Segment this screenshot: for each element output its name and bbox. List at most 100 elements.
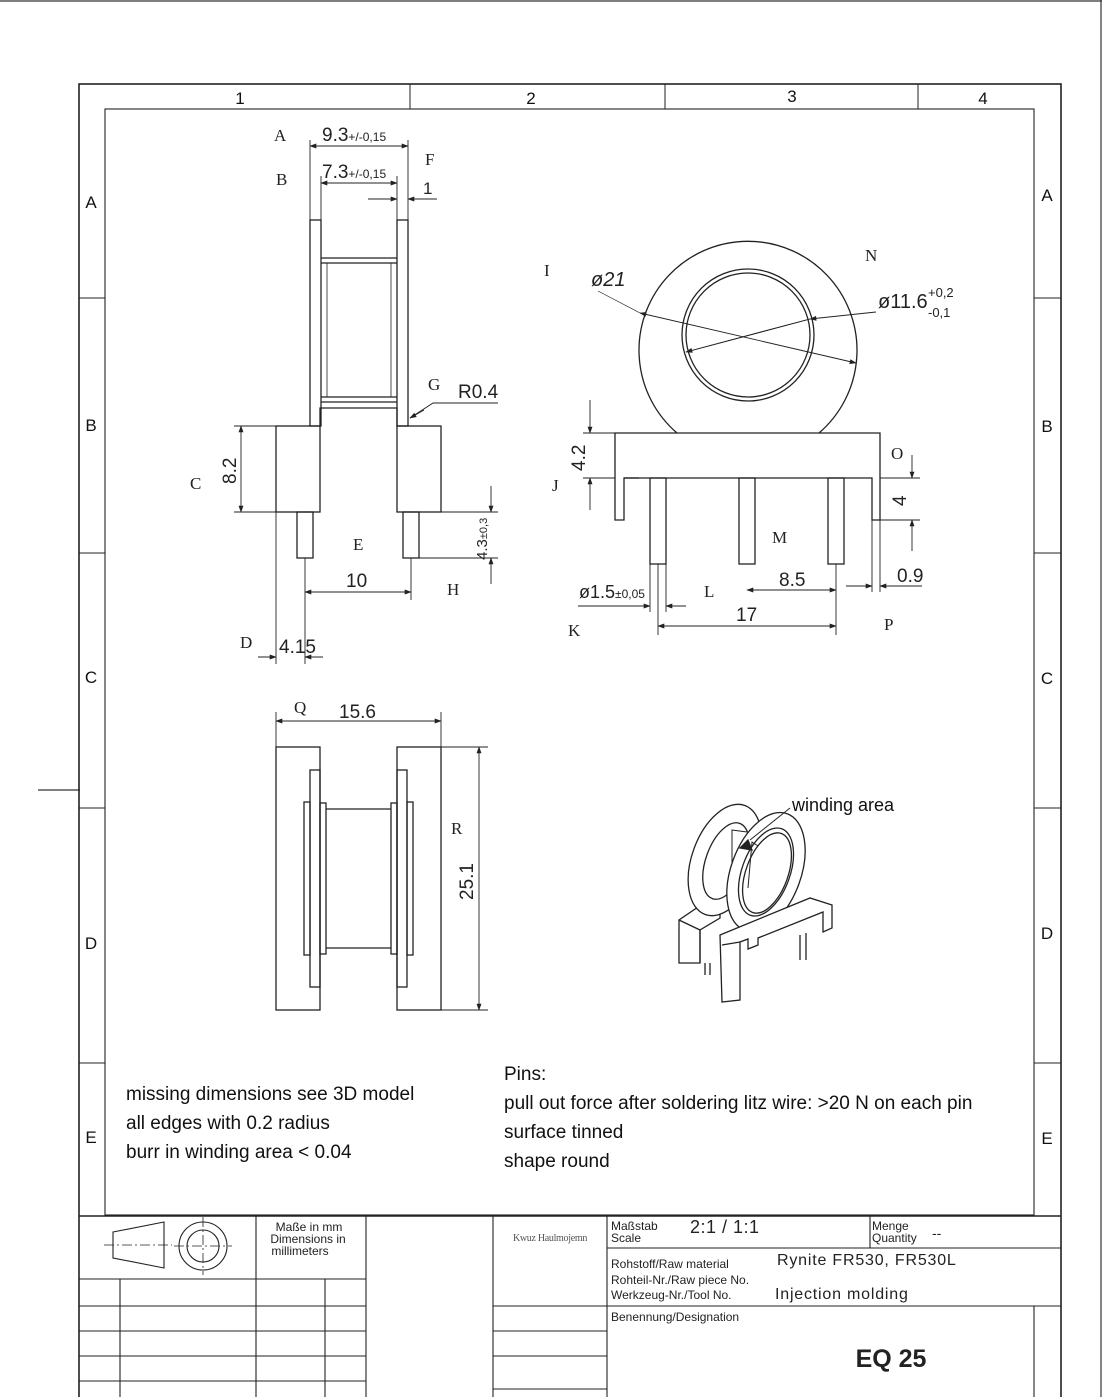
letter-p: P	[884, 615, 893, 634]
side-view: 9.3+/-0,15 7.3+/-0,15 1 R0.4 8.2 4.3±0,3…	[190, 125, 499, 664]
side-view-dimension-lines	[234, 140, 498, 664]
letter-n: N	[865, 246, 877, 265]
letter-f: F	[425, 150, 434, 169]
designation-label: Benennung/Designation	[611, 1310, 739, 1324]
notes-left: missing dimensions see 3D model all edge…	[126, 1080, 414, 1167]
side-view-dimension-text: 9.3+/-0,15 7.3+/-0,15 1 R0.4 8.2 4.3±0,3…	[220, 125, 499, 658]
dim-inner-dia-tol-plus: +0,2	[928, 285, 954, 300]
dim-top-width: 15.6	[339, 702, 376, 723]
top-view-text: Q 15.6 R 25.1	[294, 698, 478, 900]
grid-row-b-left: B	[85, 416, 96, 435]
letter-l: L	[704, 582, 714, 601]
grid-row-b-right: B	[1041, 417, 1052, 436]
title-block-text: Maße in mm Dimensions in millimeters Kwu…	[270, 1217, 956, 1373]
note-line: burr in winding area < 0.04	[126, 1142, 352, 1163]
letter-h: H	[447, 580, 459, 599]
letter-c: C	[190, 474, 201, 493]
scale-label-de: Maßstab	[611, 1219, 658, 1233]
material-label: Rohstoff/Raw material	[611, 1257, 729, 1271]
letter-o: O	[891, 444, 903, 463]
tool-value: Injection molding	[775, 1286, 909, 1303]
iso-view	[678, 803, 833, 1003]
grid-col-3: 3	[787, 87, 796, 106]
company-stamp: Kwuz Haulmojemn	[513, 1233, 587, 1244]
grid-row-c-left: C	[85, 668, 97, 687]
front-view: ø21 ø11.6 +0,2 -0,1 4.2 4 ø1.5±0,05 8.5 …	[544, 240, 954, 640]
dim-flange: 1	[423, 179, 432, 198]
note-line: Pins:	[504, 1064, 547, 1085]
dim-pin-dia: ø1.5±0,05	[579, 582, 645, 602]
dim-pin-offset: 4.15	[279, 637, 316, 658]
letter-j: J	[552, 476, 559, 495]
title-block	[79, 1215, 1061, 1397]
letter-m: M	[772, 528, 787, 547]
grid-row-d-right: D	[1041, 924, 1053, 943]
notes-right: Pins: pull out force after soldering lit…	[504, 1060, 972, 1176]
dim-foot-height: 4	[890, 495, 911, 506]
scale-label-en: Scale	[611, 1231, 641, 1245]
side-view-geometry	[275, 219, 442, 559]
letter-e: E	[353, 535, 363, 554]
side-view-letters: A B F G C E H D	[190, 126, 459, 652]
dim-outer-dia: ø21	[591, 269, 625, 291]
letter-b: B	[276, 170, 287, 189]
raw-piece-label: Rohteil-Nr./Raw piece No.	[611, 1273, 749, 1287]
tool-label: Werkzeug-Nr./Tool No.	[611, 1288, 732, 1302]
front-view-geometry	[614, 240, 881, 565]
letter-g: G	[428, 375, 440, 394]
scale-value: 2:1 / 1:1	[690, 1217, 760, 1237]
note-line: pull out force after soldering litz wire…	[504, 1093, 973, 1114]
dim-pin-length: 4.3±0,3	[474, 518, 491, 560]
designation-value: EQ 25	[856, 1345, 927, 1373]
dim-inner-dia: ø11.6	[878, 291, 928, 313]
grid-row-d-left: D	[85, 934, 97, 953]
dim-front-base-height: 4.2	[569, 445, 590, 471]
quantity-label-de: Menge	[872, 1219, 909, 1233]
dim-inner-dia-tol-minus: -0,1	[928, 305, 950, 320]
letter-r: R	[451, 819, 463, 838]
dim-pin-spacing: 10	[346, 571, 367, 592]
grid-row-a-right: A	[1041, 186, 1053, 205]
letter-q: Q	[294, 698, 306, 717]
dim-radius: R0.4	[458, 382, 499, 403]
dim-overall-width: 9.3+/-0,15	[322, 125, 386, 146]
front-view-letters: I N O J M L K P	[544, 246, 903, 640]
dim-pin-pitch: 8.5	[779, 570, 805, 591]
grid-row-e-left: E	[85, 1128, 96, 1147]
grid-col-4: 4	[978, 89, 987, 108]
front-view-dimension-text: ø21 ø11.6 +0,2 -0,1 4.2 4 ø1.5±0,05 8.5 …	[569, 269, 954, 626]
grid-row-c-right: C	[1041, 669, 1053, 688]
units-en-1: Dimensions in	[270, 1232, 345, 1246]
grid-col-2: 2	[526, 89, 535, 108]
winding-area-label: winding area	[791, 795, 895, 815]
note-line: shape round	[504, 1151, 610, 1172]
note-line: surface tinned	[504, 1122, 624, 1143]
note-line: all edges with 0.2 radius	[126, 1113, 330, 1134]
drawing-frame	[78, 83, 1062, 1397]
grid-labels: 1 2 3 4 A B C D E A B C D E	[85, 87, 1053, 1148]
note-line: missing dimensions see 3D model	[126, 1084, 415, 1105]
grid-row-a-left: A	[85, 193, 97, 212]
units-en-2: millimeters	[271, 1244, 328, 1258]
letter-k: K	[568, 621, 581, 640]
dim-top-height: 25.1	[457, 863, 478, 900]
quantity-label-en: Quantity	[872, 1231, 917, 1245]
top-view: Q 15.6 R 25.1	[275, 698, 488, 1011]
front-view-dimension-lines	[578, 290, 922, 635]
dim-pin-span: 17	[736, 605, 757, 626]
letter-i: I	[544, 261, 550, 280]
top-view-geometry	[275, 746, 442, 1011]
material-value: Rynite FR530, FR530L	[777, 1252, 957, 1269]
units-de: Maße in mm	[276, 1220, 343, 1234]
letter-d: D	[240, 633, 252, 652]
quantity-value: --	[932, 1225, 942, 1241]
dim-base-height: 8.2	[220, 458, 241, 484]
dim-edge: 0.9	[897, 566, 923, 587]
top-view-dimension-lines	[275, 712, 488, 1011]
letter-a: A	[274, 126, 287, 145]
projection-symbol	[104, 1217, 232, 1275]
grid-row-e-right: E	[1041, 1129, 1052, 1148]
grid-col-1: 1	[235, 89, 244, 108]
